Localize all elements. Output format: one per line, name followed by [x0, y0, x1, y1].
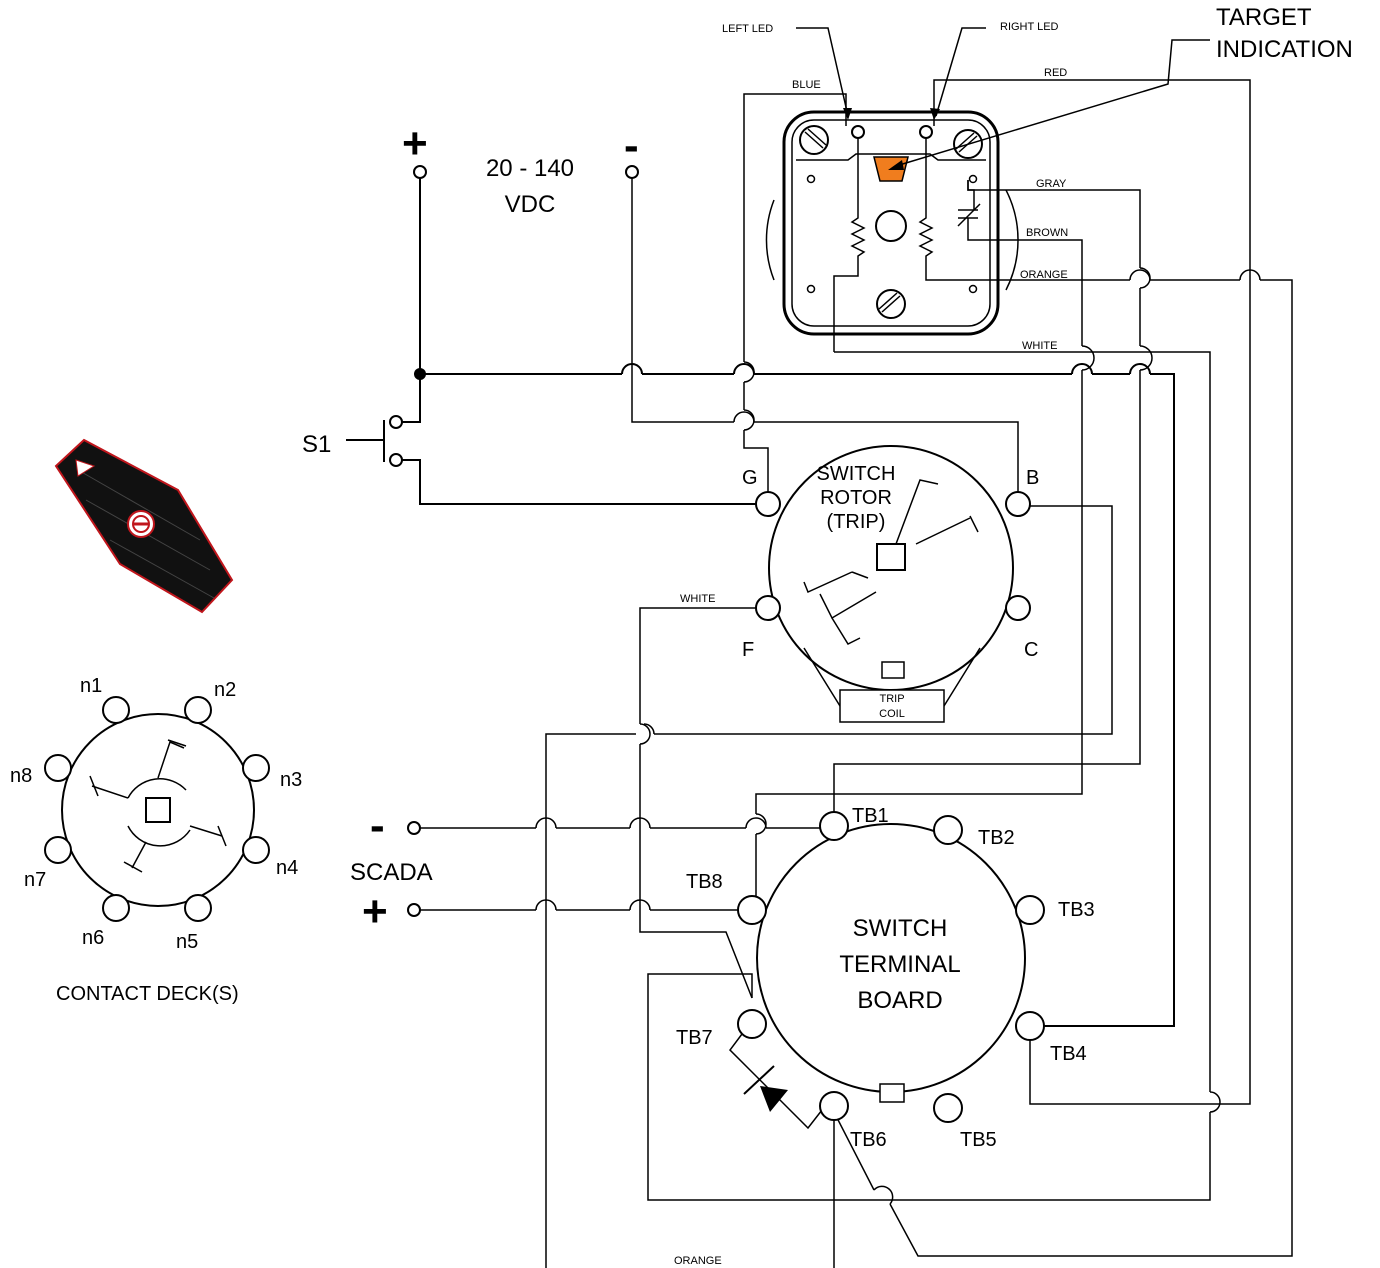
tb8-terminal: [737, 895, 767, 925]
wire-orange-top-label: ORANGE: [1020, 269, 1068, 281]
trip-coil-label-2: COIL: [879, 708, 905, 720]
rotor-title-3: (TRIP): [827, 511, 886, 533]
tb3-label: TB3: [1058, 899, 1095, 921]
left-coil: [833, 138, 866, 352]
rotor-title-1: SWITCH: [817, 463, 896, 485]
supply-plus-terminal: [413, 165, 427, 179]
wire-white-top-label: WHITE: [1022, 340, 1057, 352]
labels: LEFT LED RIGHT LED TARGET INDICATION BLU…: [10, 4, 1353, 1267]
left-led-label: LEFT LED: [722, 23, 773, 35]
trip-coil-label-1: TRIP: [879, 693, 904, 705]
n2-label: n2: [214, 679, 236, 701]
rotor-f-label: F: [742, 639, 754, 661]
n6-label: n6: [82, 927, 104, 949]
n4-label: n4: [276, 857, 298, 879]
rotor-terminal-f: [755, 595, 781, 621]
tb1-terminal: [819, 811, 849, 841]
tb1-label: TB1: [852, 805, 889, 827]
supply-minus-terminal: [625, 165, 639, 179]
supply-minus-label: -: [624, 121, 639, 170]
wire-white-mid-label: WHITE: [680, 593, 715, 605]
n4-terminal: [242, 836, 270, 864]
tb6-terminal: [819, 1091, 849, 1121]
tb4-terminal: [1015, 1011, 1045, 1041]
wire-orange-bottom-label: ORANGE: [674, 1255, 722, 1267]
wires: [346, 27, 1293, 1268]
rotor-terminal-b: [1005, 491, 1031, 517]
n5-terminal: [184, 894, 212, 922]
board-title-2: TERMINAL: [839, 951, 960, 978]
wire-gray-label: GRAY: [1036, 178, 1067, 190]
supply-voltage-label-2: VDC: [505, 191, 556, 218]
n3-terminal: [242, 754, 270, 782]
rotor-title-2: ROTOR: [820, 487, 892, 509]
scada-minus-terminal: [407, 821, 421, 835]
tb3-terminal: [1015, 895, 1045, 925]
target-indication-label-1: TARGET: [1216, 4, 1312, 31]
n8-terminal: [44, 754, 72, 782]
tb5-terminal: [933, 1093, 963, 1123]
board-title-3: BOARD: [857, 987, 942, 1014]
supply-voltage-label-1: 20 - 140: [486, 155, 574, 182]
rotor-terminal-c: [1005, 595, 1031, 621]
rotor-b-label: B: [1026, 467, 1039, 489]
wire-blue-label: BLUE: [792, 79, 821, 91]
board-title-1: SWITCH: [853, 915, 948, 942]
n2-terminal: [184, 696, 212, 724]
scada-plus-terminal: [407, 903, 421, 917]
scada-minus-label: -: [370, 801, 385, 850]
n1-terminal: [102, 696, 130, 724]
n8-label: n8: [10, 765, 32, 787]
right-coil: [918, 138, 1020, 281]
tb2-terminal: [933, 815, 963, 845]
contact-deck-label: CONTACT DECK(S): [56, 983, 239, 1005]
switch-rotor: [755, 445, 1031, 723]
switch-terminal-board: [737, 811, 1045, 1123]
n1-label: n1: [80, 675, 102, 697]
tb4-label: TB4: [1050, 1043, 1087, 1065]
tb5-label: TB5: [960, 1129, 997, 1151]
n7-label: n7: [24, 869, 46, 891]
n6-terminal: [102, 894, 130, 922]
rotor-g-label: G: [742, 467, 758, 489]
n5-label: n5: [176, 931, 198, 953]
target-indication-label-2: INDICATION: [1216, 36, 1353, 63]
wire-brown-label: BROWN: [1026, 227, 1068, 239]
target-module: [765, 110, 1083, 352]
rotor-c-label: C: [1024, 639, 1038, 661]
s1-label: S1: [302, 431, 331, 458]
n3-label: n3: [280, 769, 302, 791]
scada-plus-label: +: [362, 887, 388, 936]
tb7-terminal: [737, 1009, 767, 1039]
contact-deck: [44, 696, 270, 922]
tb7-label: TB7: [676, 1027, 713, 1049]
switch-handle-icon: [54, 438, 234, 614]
scada-label: SCADA: [350, 859, 433, 886]
n7-terminal: [44, 836, 72, 864]
wire-red-label: RED: [1044, 67, 1067, 79]
tb2-label: TB2: [978, 827, 1015, 849]
rotor-terminal-g: [755, 491, 781, 517]
tb6-label: TB6: [850, 1129, 887, 1151]
tb8-label: TB8: [686, 871, 723, 893]
supply-plus-label: +: [402, 119, 428, 168]
right-led-label: RIGHT LED: [1000, 21, 1059, 33]
